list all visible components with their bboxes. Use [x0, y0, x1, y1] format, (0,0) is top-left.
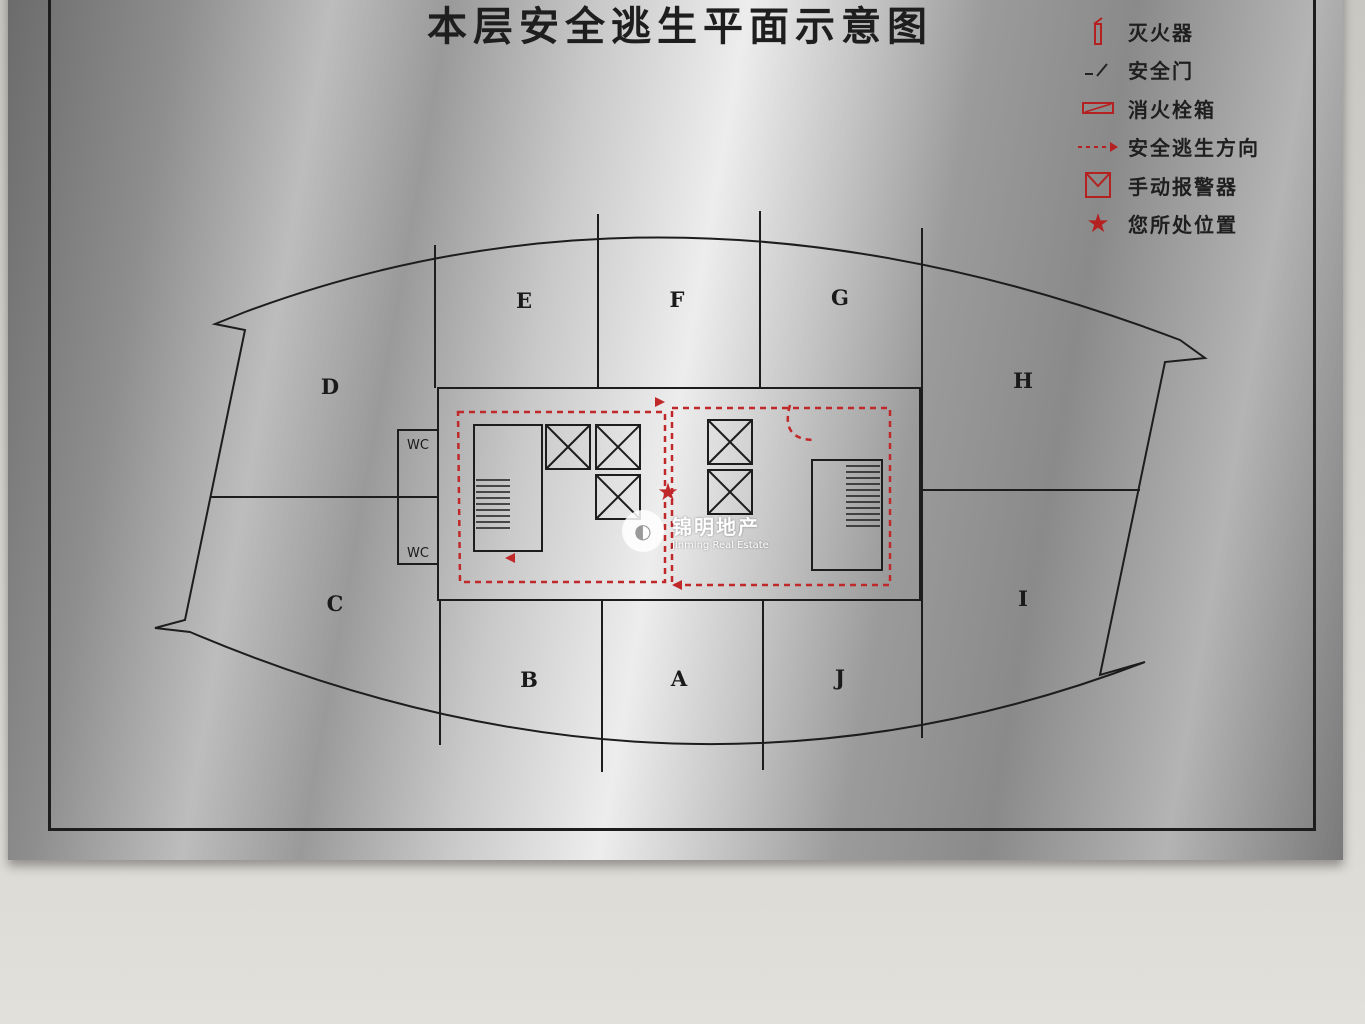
evacuation-sign-plate [8, 0, 1343, 860]
you-are-here-star-icon: ★ [1086, 208, 1110, 239]
room-c-label: C [327, 591, 344, 616]
you-are-here-star-icon: ★ [657, 478, 679, 506]
escape-route [456, 404, 892, 587]
legend-item-you-are-here: ★ 您所处位置 [1068, 205, 1260, 244]
room-e-label: E [516, 288, 532, 313]
legend-item-manual-alarm: 手动报警器 [1068, 166, 1260, 205]
sign-border [48, 0, 1316, 831]
room-g-label: G [831, 285, 849, 310]
wc-label-lower: WC [407, 546, 429, 561]
room-j-label: J [833, 665, 845, 690]
watermark: ◐ 锦明地产 Jinming Real Estate [622, 510, 769, 552]
watermark-name-en: Jinming Real Estate [672, 540, 769, 551]
escape-direction-arrow-icon [1068, 140, 1128, 154]
legend-item-escape-direction: 安全逃生方向 [1068, 128, 1260, 167]
room-h-label: H [1013, 368, 1033, 393]
watermark-name-cn: 锦明地产 [672, 515, 760, 539]
manual-alarm-icon [1068, 170, 1128, 200]
fire-extinguisher-icon [1068, 16, 1128, 46]
room-d-label: D [321, 374, 339, 399]
fire-hydrant-box-icon [1068, 100, 1128, 116]
room-i-label: I [1018, 586, 1028, 611]
legend-item-fire-hydrant-box: 消火栓箱 [1068, 89, 1260, 128]
room-f-label: F [670, 287, 685, 312]
legend: 灭火器 安全门 消火栓箱 安全逃生方向 手动报警器 ★ 您所处位置 [1068, 12, 1260, 243]
safety-door-icon [1068, 60, 1128, 80]
legend-item-fire-extinguisher: 灭火器 [1068, 12, 1260, 51]
wc-label-upper: WC [407, 438, 429, 453]
sign-title: 本层安全逃生平面示意图 [427, 3, 933, 50]
room-b-label: B [520, 667, 538, 692]
room-a-label: A [670, 666, 688, 691]
legend-item-safety-door: 安全门 [1068, 51, 1260, 90]
watermark-logo-icon: ◐ [622, 510, 664, 552]
